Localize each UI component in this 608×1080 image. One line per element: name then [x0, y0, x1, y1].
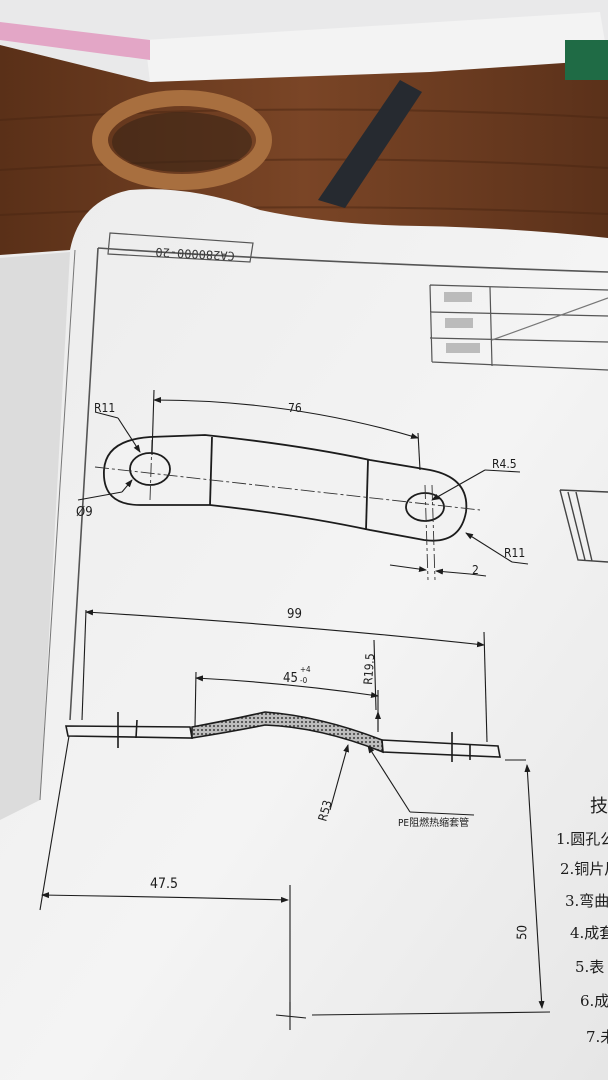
- label-hole-diameter: Ø9: [76, 505, 93, 520]
- label-sleeve-tol-upper: +4: [300, 665, 311, 674]
- strip-left: [65, 725, 193, 739]
- note-item: 2.铜片尺: [560, 860, 608, 878]
- note-item: 1.圆孔公: [556, 830, 608, 848]
- frame-inner: [39, 249, 76, 801]
- label-sleeve-length: 45: [283, 671, 298, 686]
- label-half-length: 47.5: [150, 876, 178, 892]
- sheet-left-shadow: [0, 252, 70, 820]
- elevation-view: [65, 711, 501, 762]
- note-item: 7.未: [586, 1028, 608, 1046]
- drawing-code: CA280000-20: [155, 245, 235, 263]
- note-item: 6.成: [580, 992, 608, 1010]
- green-object: [565, 40, 608, 80]
- note-item: 3.弯曲: [565, 892, 608, 910]
- side-view-partial: [559, 489, 608, 563]
- rubber-band-inner: [112, 112, 252, 172]
- wood-grain: [0, 108, 608, 216]
- strip-tick-left: [117, 712, 138, 748]
- rubber-band-icon: [92, 90, 272, 190]
- revision-table: [429, 284, 608, 371]
- label-right-radius: R11: [504, 546, 525, 560]
- note-item: 5.表: [575, 958, 604, 976]
- top-paper-sheet: [145, 12, 608, 82]
- label-offset: 2: [472, 563, 479, 577]
- label-sleeve-tol-lower: -0: [300, 676, 308, 685]
- strip-tick-right: [451, 732, 471, 762]
- label-bend-radius-bottom: R53: [315, 799, 334, 823]
- left-hole: [129, 452, 171, 486]
- plan-bend-line-left: [209, 436, 213, 506]
- note-item: 4.成套: [570, 924, 608, 942]
- pen-icon: [318, 80, 422, 208]
- label-sleeve-callout: PE阻燃热缩套管: [398, 816, 469, 829]
- label-bend-radius-top: R19.5: [361, 653, 377, 685]
- pink-paper: [0, 22, 150, 60]
- label-slot-radius: R4.5: [492, 457, 517, 471]
- label-plan-length: 76: [288, 401, 302, 415]
- notes-heading: 技: [590, 796, 608, 817]
- label-left-radius: R11: [94, 401, 115, 415]
- label-height: 50: [515, 925, 531, 940]
- drawing-code-box: [107, 232, 254, 263]
- label-overall-length: 99: [287, 607, 302, 622]
- plan-dimensions: [77, 389, 529, 577]
- elevation-dimensions: [39, 609, 551, 1030]
- frame-border: [69, 247, 608, 721]
- drawing-sheet: [0, 189, 608, 1080]
- plan-bend-line-right: [365, 459, 369, 531]
